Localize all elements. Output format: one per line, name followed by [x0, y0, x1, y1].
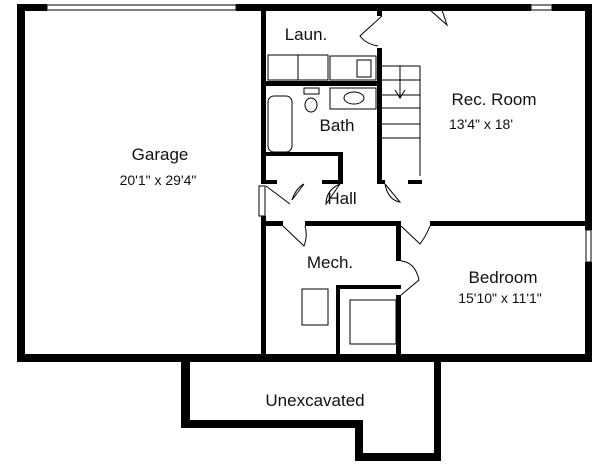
mech-label: Mech. — [306, 253, 354, 272]
hall-label: Hall — [327, 189, 357, 208]
walls — [17, 4, 592, 461]
bedroom-dimensions: 15'10" x 11'1" — [458, 290, 542, 306]
laundry-label: Laun. — [284, 25, 328, 44]
bedroom-label: Bedroom — [468, 268, 538, 287]
rec-room-label: Rec. Room — [451, 90, 537, 109]
fixtures — [46, 4, 592, 345]
bath-label: Bath — [319, 116, 355, 135]
garage-dimensions: 20'1" x 29'4" — [119, 172, 197, 188]
unexcavated-label: Unexcavated — [265, 391, 365, 410]
garage-label: Garage — [131, 145, 189, 164]
rec-room-dimensions: 13'4" x 18' — [448, 116, 514, 132]
